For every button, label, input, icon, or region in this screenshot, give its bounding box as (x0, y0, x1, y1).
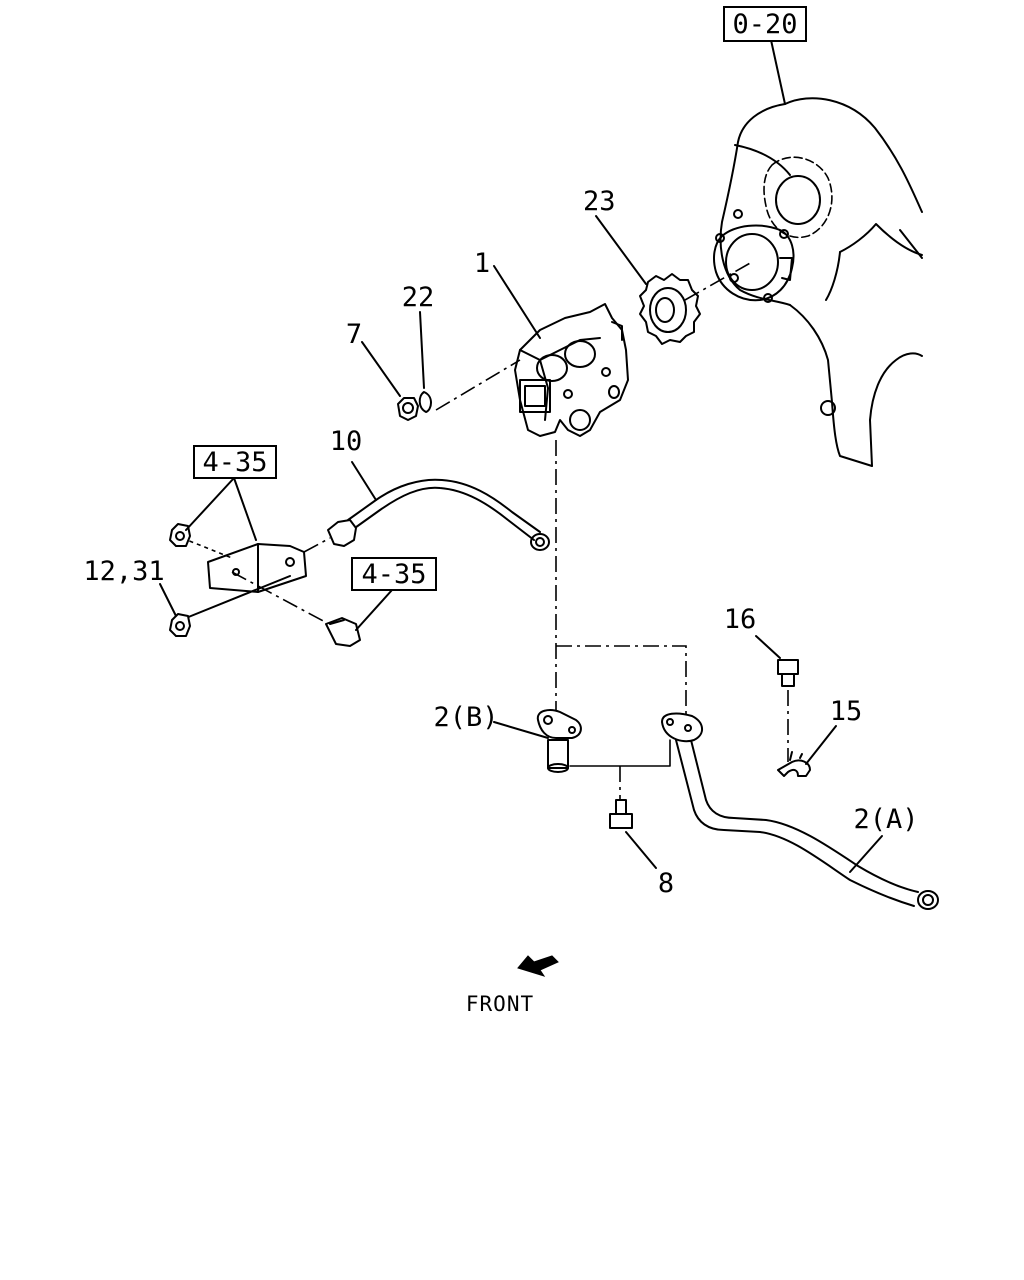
ref-box-4-35-top (193, 445, 277, 479)
label-2a: 2(A) (853, 804, 918, 835)
oil-pump (514, 303, 629, 437)
leader-12-31 (159, 583, 177, 617)
leader-4-35-top-a (185, 477, 235, 531)
leader-4-35-top-b (233, 477, 257, 541)
washer-22 (418, 391, 432, 413)
label-22: 22 (402, 282, 435, 313)
leader-7 (361, 341, 401, 397)
centerline-strainer (569, 739, 671, 767)
nut-12-31 (169, 613, 191, 637)
leader-8 (625, 831, 657, 869)
label-2b: 2(B) (433, 702, 498, 733)
front-label: FRONT (466, 992, 534, 1016)
ref-0-20: 0-20 (732, 9, 797, 40)
label-10: 10 (330, 426, 363, 457)
leader-10 (351, 461, 377, 501)
pipe-10 (327, 478, 550, 551)
bolt-16 (777, 659, 799, 687)
leader-0-20 (770, 39, 786, 105)
bolt-bracket (325, 617, 361, 647)
bolt-8 (609, 799, 633, 829)
leader-15 (805, 725, 837, 765)
ref-box-4-35-bottom (351, 557, 437, 591)
centerline-bracket-nut (185, 575, 291, 619)
pipe-2a (661, 712, 939, 910)
label-15: 15 (830, 696, 863, 727)
label-16: 16 (724, 604, 757, 635)
nut-bracket-top (169, 523, 191, 547)
nut-7 (397, 397, 419, 421)
front-arrow-icon (517, 955, 559, 977)
leader-22 (419, 311, 425, 389)
centerline-bracket-top (181, 537, 233, 559)
centerline-bracket-pipe (303, 537, 331, 553)
ref-4-35-top: 4-35 (202, 447, 267, 478)
centerline-bracket-bolt (231, 571, 341, 631)
leader-2b (493, 721, 549, 739)
label-23: 23 (583, 186, 616, 217)
centerline-pump-nut (435, 359, 521, 411)
strainer-2b (536, 709, 582, 773)
leader-2a (849, 835, 883, 873)
label-12-31: 12,31 (83, 556, 164, 587)
centerline-pipe-a (556, 645, 687, 720)
leader-4-35-bottom (355, 589, 393, 631)
clip-15 (777, 751, 811, 777)
ref-box-0-20 (723, 6, 807, 42)
leader-16 (755, 635, 781, 659)
label-8: 8 (658, 868, 674, 899)
leader-1 (493, 265, 541, 339)
label-7: 7 (346, 319, 362, 350)
leader-23 (595, 215, 647, 285)
bracket (207, 543, 307, 593)
ref-4-35-bottom: 4-35 (361, 559, 426, 590)
gear-23 (639, 261, 753, 345)
engine-housing (713, 97, 923, 467)
label-1: 1 (474, 248, 490, 279)
